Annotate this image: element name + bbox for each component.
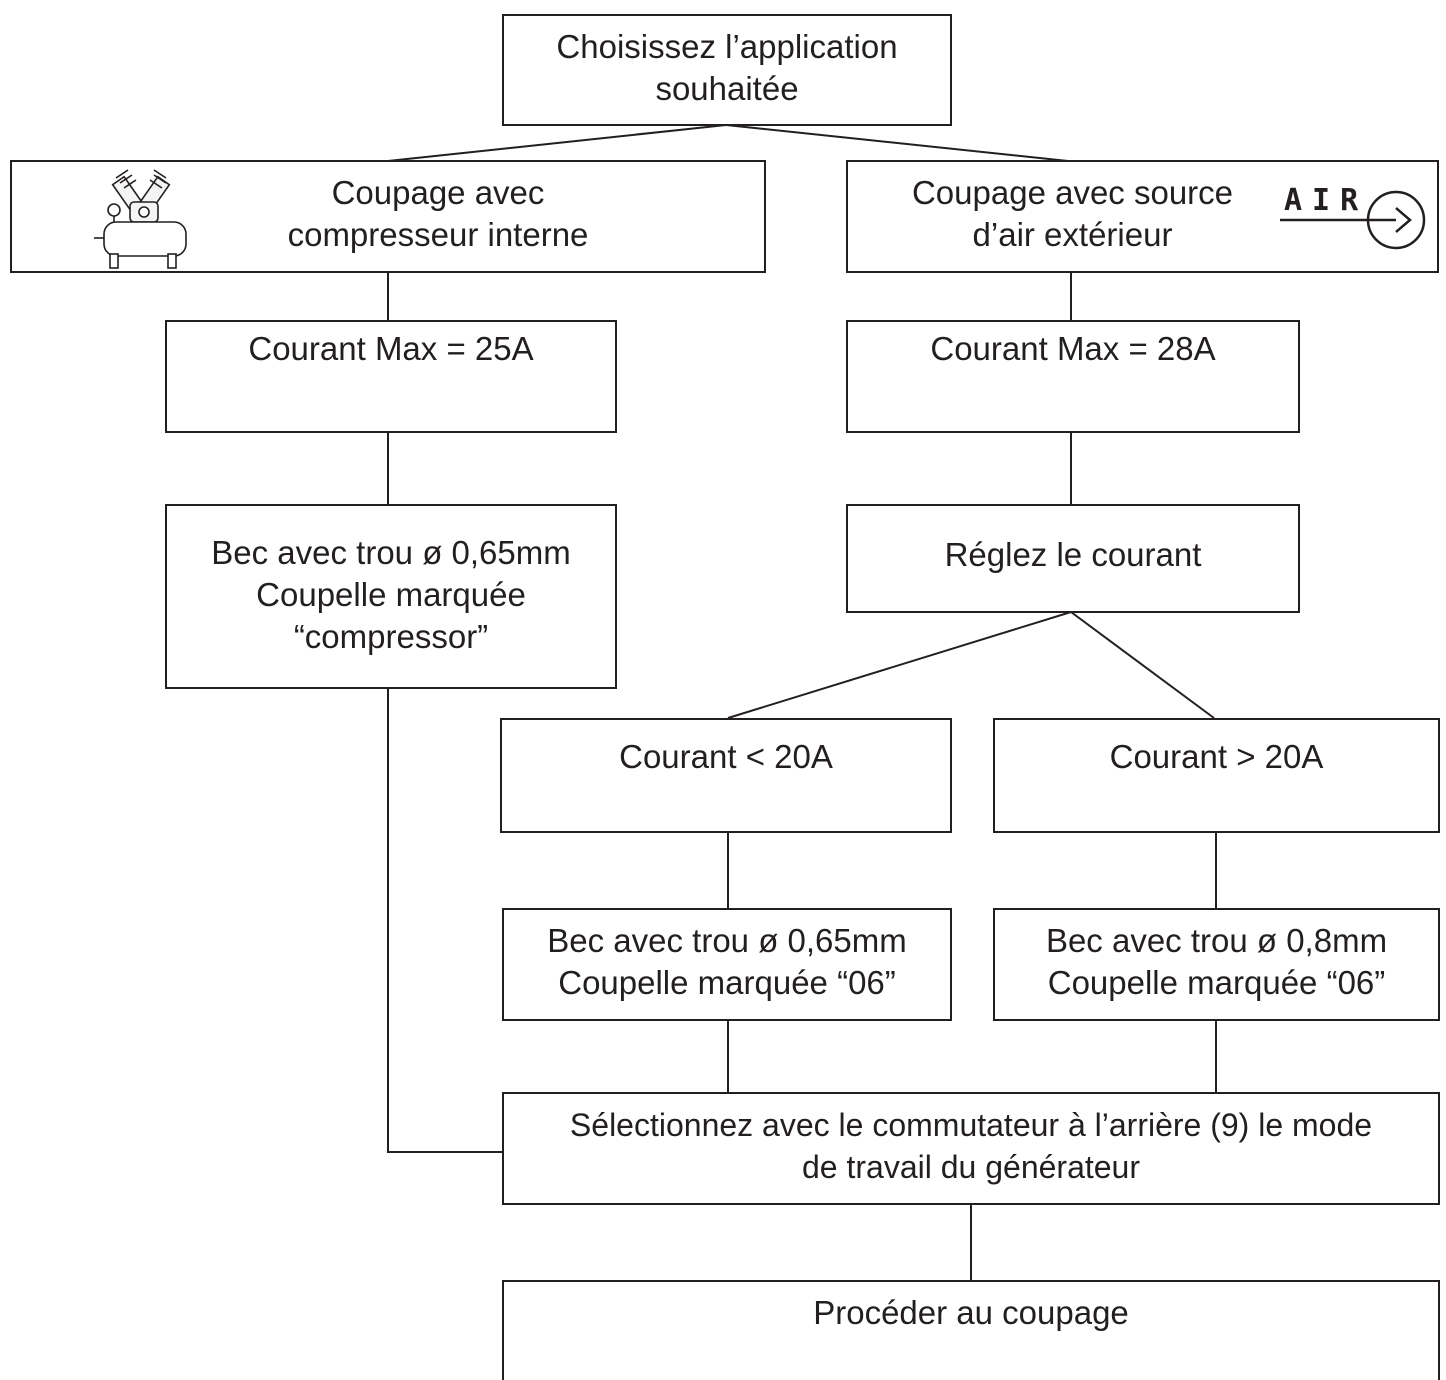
node-gt20-line-1: Courant > 20A <box>1109 738 1324 775</box>
node-nozzle-065-line-2: Coupelle marquée “06” <box>558 964 896 1001</box>
node-nozzle-comp-line-3: “compressor” <box>293 618 489 655</box>
node-current-below-20: Courant < 20A <box>500 718 952 833</box>
edge-start-internal <box>387 124 727 162</box>
node-external-air: Coupage avec source d’air extérieur AIR <box>846 160 1439 273</box>
node-external-line-1: Coupage avec source <box>911 174 1234 211</box>
air-inlet-icon: AIR <box>1280 183 1426 250</box>
node-proceed-cutting: Procéder au coupage <box>502 1280 1440 1380</box>
node-select-mode: Sélectionnez avec le commutateur à l’arr… <box>502 1092 1440 1205</box>
node-select-line-1: Sélectionnez avec le commutateur à l’arr… <box>569 1107 1373 1143</box>
node-internal-compressor: Coupage avec compresseur interne <box>10 160 766 273</box>
node-internal-line-1: Coupage avec <box>331 174 545 211</box>
node-start-line-2: souhaitée <box>655 70 799 107</box>
node-nozzle-08-line-1: Bec avec trou ø 0,8mm <box>1045 922 1388 959</box>
node-max28-line-1: Courant Max = 28A <box>930 330 1216 367</box>
node-max-current-25: Courant Max = 25A <box>165 320 617 433</box>
node-adjust-current: Réglez le courant <box>846 504 1300 613</box>
node-nozzle-065: Bec avec trou ø 0,65mm Coupelle marquée … <box>502 908 952 1021</box>
node-max-current-28: Courant Max = 28A <box>846 320 1300 433</box>
edge-start-external <box>725 124 1069 162</box>
node-nozzle-compressor: Bec avec trou ø 0,65mm Coupelle marquée … <box>165 504 617 689</box>
node-lt20-line-1: Courant < 20A <box>619 738 833 775</box>
node-adjust-line-1: Réglez le courant <box>944 536 1202 573</box>
node-select-line-2: de travail du générateur <box>802 1149 1140 1185</box>
edge-adjust-gt20 <box>1070 611 1215 719</box>
node-start: Choisissez l’application souhaitée <box>502 14 952 126</box>
node-nozzle-065-line-1: Bec avec trou ø 0,65mm <box>547 922 907 959</box>
node-nozzle-08-line-2: Coupelle marquée “06” <box>1047 964 1386 1001</box>
air-compressor-icon <box>94 169 187 269</box>
node-external-line-2: d’air extérieur <box>972 216 1173 253</box>
air-inlet-label: AIR <box>1284 183 1368 218</box>
node-start-line-1: Choisissez l’application <box>556 28 898 65</box>
node-current-above-20: Courant > 20A <box>993 718 1440 833</box>
edge-nozzle-comp-select <box>387 688 502 1153</box>
node-proceed-line-1: Procéder au coupage <box>813 1294 1129 1331</box>
node-nozzle-08: Bec avec trou ø 0,8mm Coupelle marquée “… <box>993 908 1440 1021</box>
node-max25-line-1: Courant Max = 25A <box>248 330 534 367</box>
node-internal-line-2: compresseur interne <box>287 216 589 253</box>
edge-adjust-lt20 <box>727 611 1072 719</box>
node-nozzle-comp-line-2: Coupelle marquée <box>256 576 526 613</box>
node-nozzle-comp-line-1: Bec avec trou ø 0,65mm <box>211 534 571 571</box>
